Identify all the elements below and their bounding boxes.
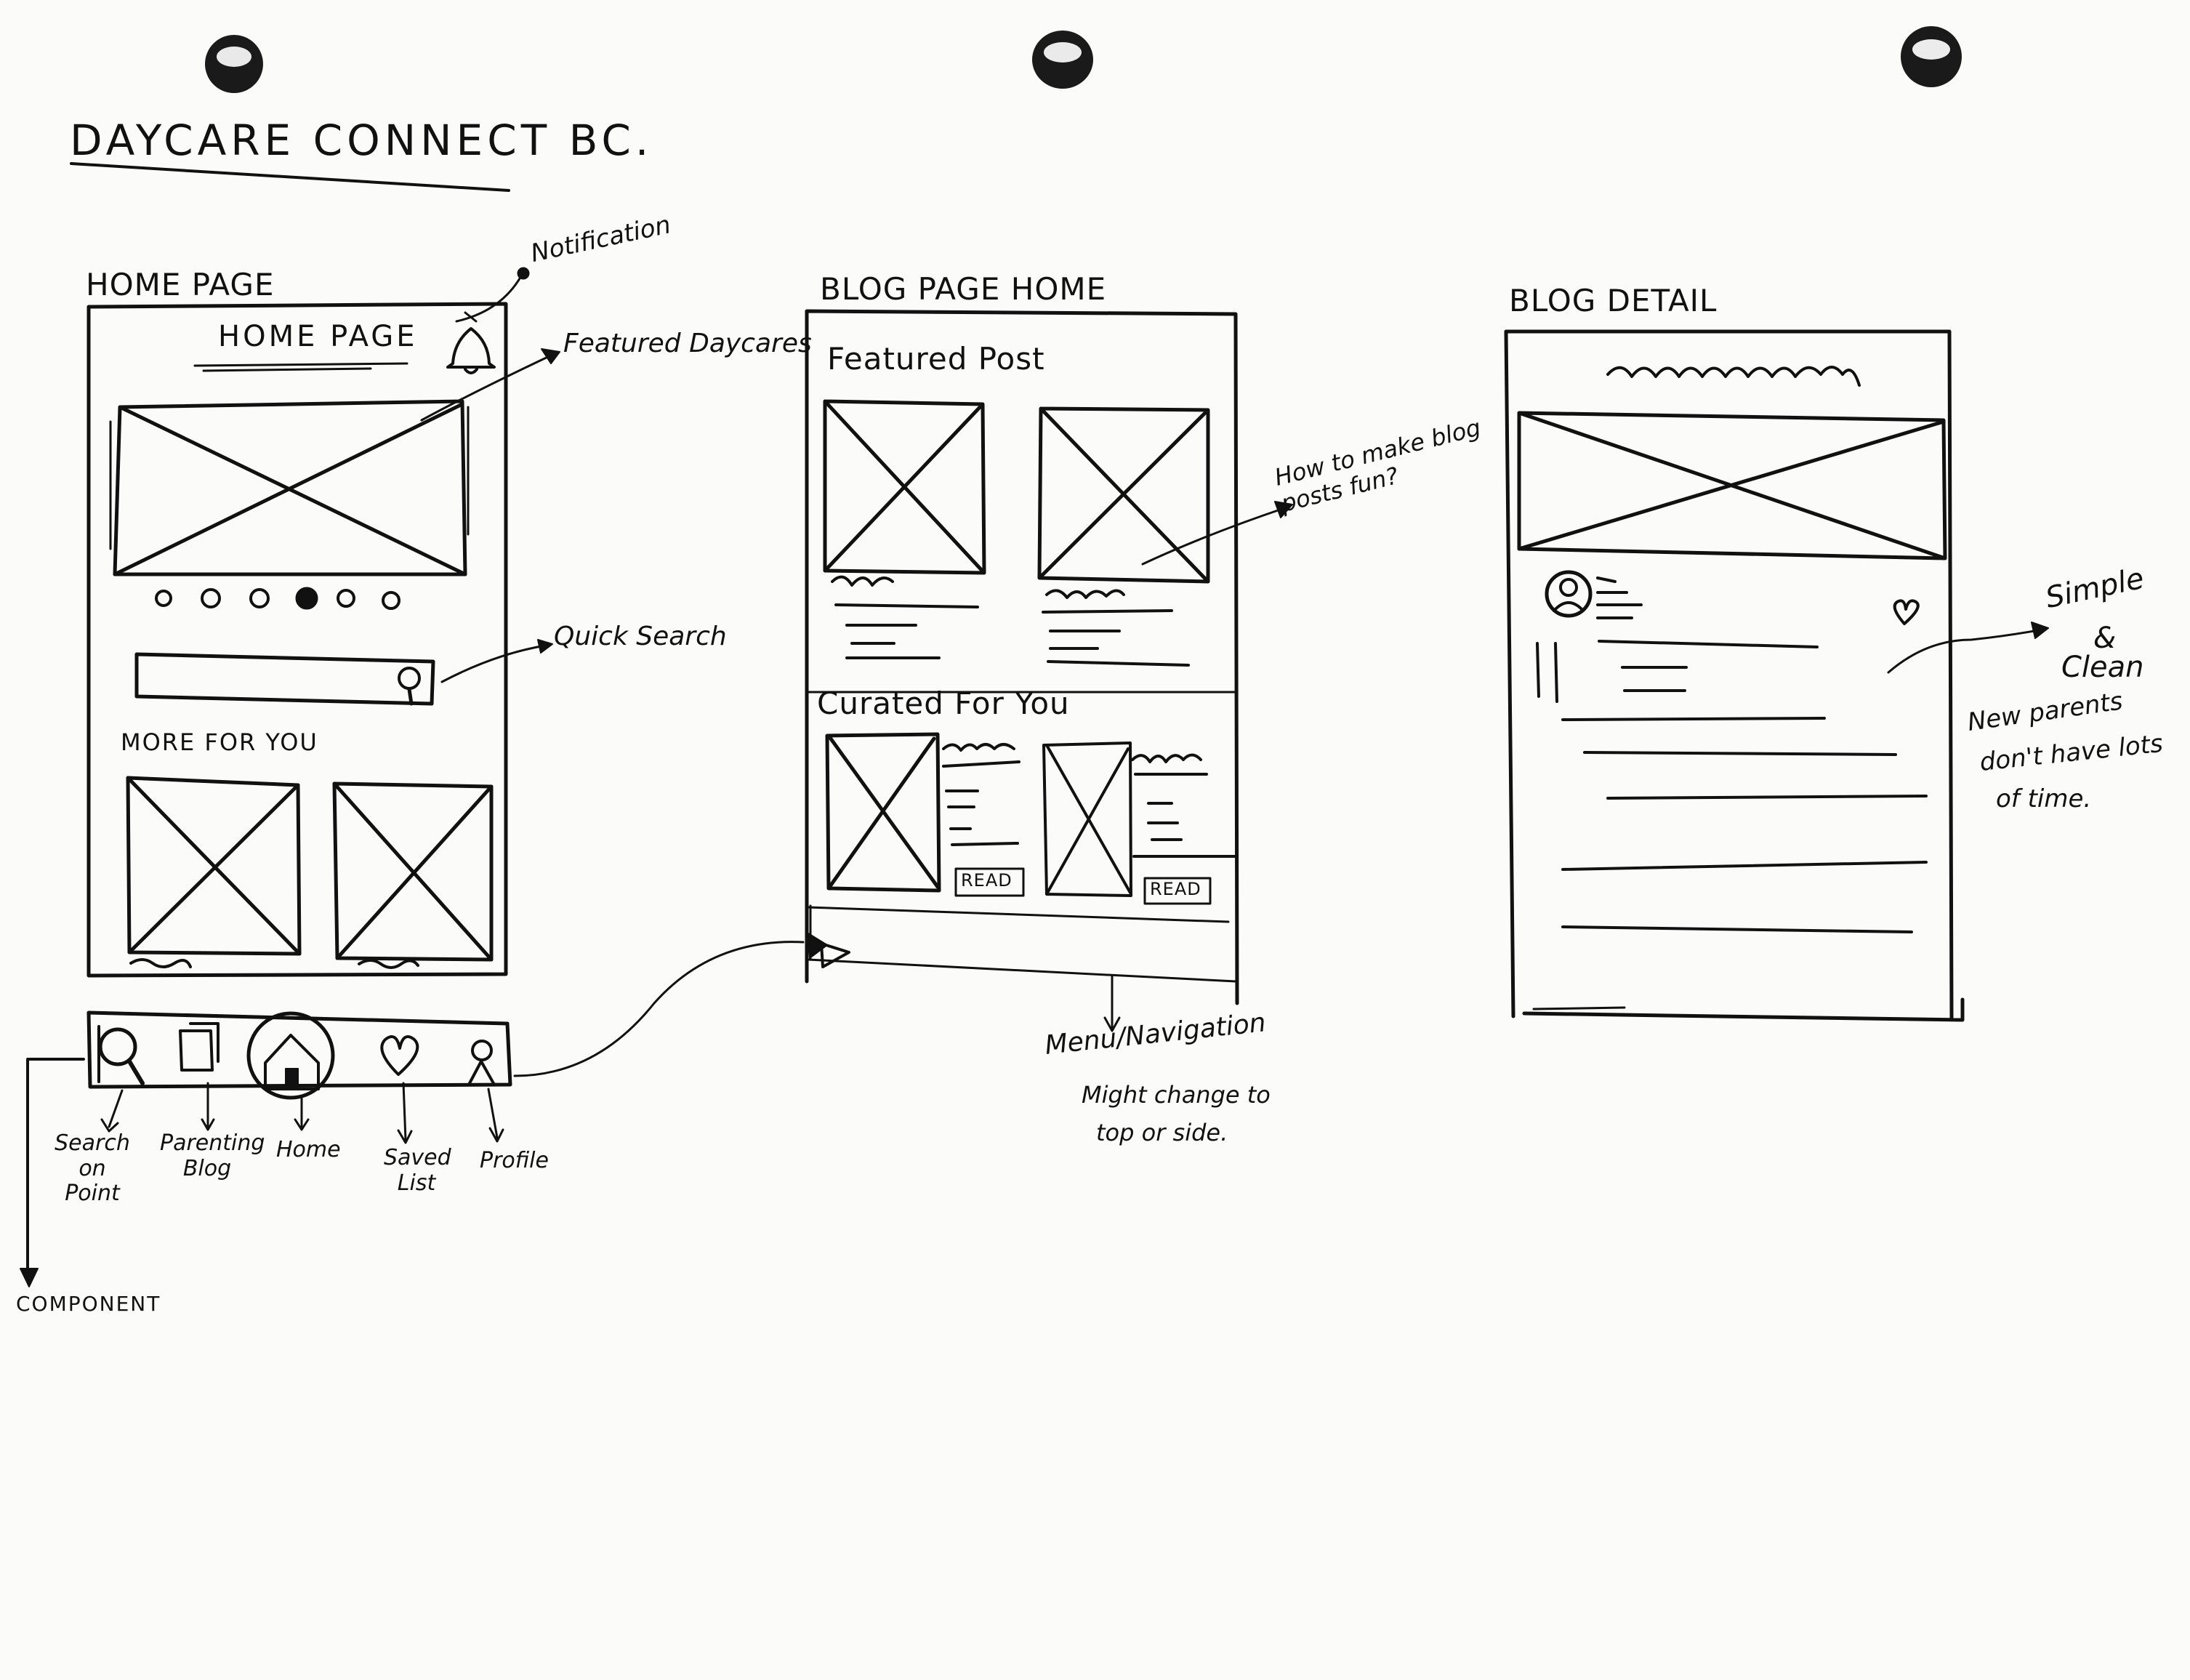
home-page-frame: [86, 267, 560, 978]
clean-annotation: Clean: [2061, 651, 2144, 684]
featured-post-label: Featured Post: [827, 341, 1045, 377]
nav-label-saved: Saved List: [384, 1145, 451, 1196]
blog-detail-frame: [1504, 329, 2049, 1022]
nav-label-blog: Parenting Blog: [160, 1130, 265, 1181]
nav-label-search: Search on Point: [55, 1130, 130, 1206]
blog-home-section-label: BLOG PAGE HOME: [820, 271, 1107, 307]
home-section-label: HOME PAGE: [86, 267, 275, 302]
menu-note-line-2: top or side.: [1096, 1119, 1228, 1146]
blog-home-frame: [805, 309, 1293, 1032]
featured-daycares-annotation: Featured Daycares: [563, 329, 812, 358]
nav-label-home: Home: [276, 1137, 341, 1162]
project-title: DAYCARE CONNECT BC.: [70, 116, 653, 165]
nav-bar-frame: [20, 933, 828, 1287]
menu-note-line-1: Might change to: [1082, 1081, 1271, 1109]
binder-holes: [205, 26, 1962, 93]
amp-annotation: &: [2093, 622, 2117, 655]
nav-label-profile: Profile: [480, 1148, 549, 1173]
read-button-2[interactable]: READ: [1150, 879, 1201, 899]
curated-for-you-label: Curated For You: [817, 686, 1070, 721]
home-header-title: HOME PAGE: [218, 320, 418, 353]
component-label: COMPONENT: [16, 1292, 161, 1316]
quick-search-annotation: Quick Search: [554, 622, 727, 651]
read-button-1[interactable]: READ: [961, 870, 1013, 891]
blog-detail-section-label: BLOG DETAIL: [1509, 283, 1718, 318]
parents-note-3: of time.: [1996, 784, 2092, 813]
more-for-you-label: MORE FOR YOU: [121, 728, 318, 756]
